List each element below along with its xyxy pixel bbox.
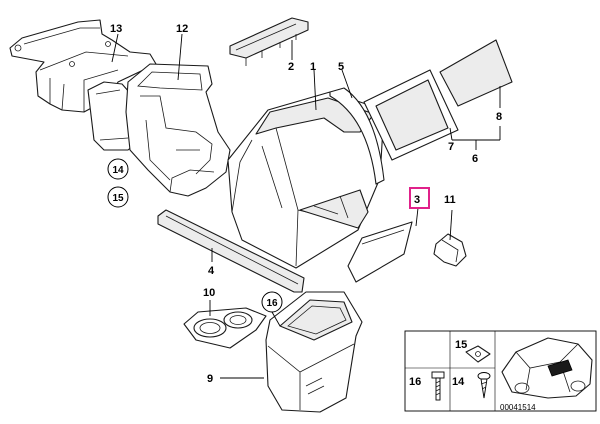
callout-9[interactable]: 9 [207, 373, 213, 385]
callout-14: 14 [112, 165, 124, 176]
bolt-icon [431, 371, 445, 401]
legend-callout-14: 14 [452, 376, 465, 388]
highlight-box-part-3 [409, 187, 430, 209]
part-9-storage-box[interactable] [265, 291, 363, 413]
callout-7[interactable]: 7 [448, 141, 454, 153]
part-12-frame[interactable] [125, 63, 231, 197]
callout-8[interactable]: 8 [496, 111, 502, 123]
part-4-side-trim[interactable] [157, 209, 305, 293]
part-1-console-housing[interactable] [227, 91, 385, 269]
vehicle-location-icon [501, 337, 593, 399]
part-3-cover[interactable] [347, 221, 413, 283]
callout-11[interactable]: 11 [444, 194, 456, 206]
legend-callout-16: 16 [409, 376, 421, 388]
callouts: 13 12 2 1 5 7 6 8 14 15 3 11 4 10 16 9 [107, 23, 502, 385]
callout-3[interactable]: 3 [414, 194, 420, 206]
part-7-tray[interactable] [363, 69, 459, 161]
part-8-cover-panel[interactable] [439, 39, 513, 107]
legend-item-16[interactable]: 16 [409, 371, 445, 401]
legend-callout-15: 15 [455, 339, 467, 351]
callout-13[interactable]: 13 [110, 23, 122, 35]
legend-item-14[interactable]: 14 [452, 372, 491, 399]
catalog-number: 00041514 [500, 403, 536, 412]
legend-item-15[interactable]: 15 [455, 339, 491, 363]
callout-16: 16 [266, 298, 278, 309]
part-2-clip[interactable] [229, 17, 309, 66]
leader-lines [111, 33, 501, 379]
callout-16-circle[interactable]: 16 [261, 291, 283, 313]
callout-12[interactable]: 12 [176, 23, 188, 35]
callout-10[interactable]: 10 [203, 287, 215, 299]
callout-6[interactable]: 6 [472, 153, 478, 165]
callout-14-circle[interactable]: 14 [107, 158, 129, 180]
callout-4[interactable]: 4 [208, 265, 215, 277]
screw-icon [477, 372, 491, 399]
callout-1[interactable]: 1 [310, 61, 316, 73]
callout-5[interactable]: 5 [338, 61, 344, 73]
callout-15: 15 [112, 193, 124, 204]
callout-15-circle[interactable]: 15 [107, 186, 129, 208]
legend-box: 15 16 14 [404, 330, 597, 412]
part-10-cup-holder[interactable] [183, 307, 267, 349]
part-5-trim-strip[interactable] [329, 87, 385, 185]
clip-nut-icon [465, 345, 491, 363]
callout-2[interactable]: 2 [288, 61, 294, 73]
